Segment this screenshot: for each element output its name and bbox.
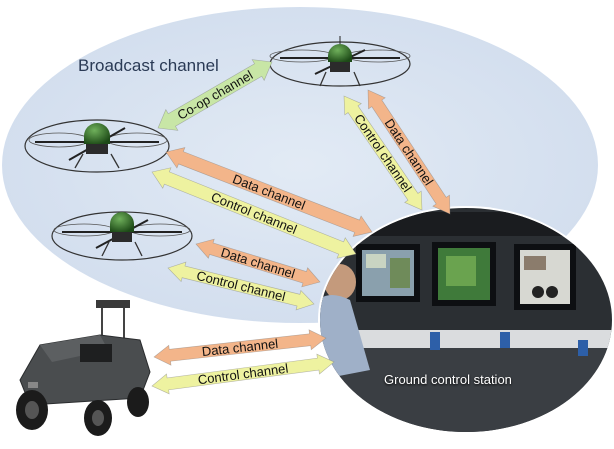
quadrotor-top xyxy=(269,36,411,87)
broadcast-channel-label: Broadcast channel xyxy=(78,56,219,75)
ground-robot xyxy=(16,300,151,436)
data-channel-label-3: Data channel xyxy=(201,336,279,359)
quadrotor-left xyxy=(24,119,170,173)
control-channel-label-3: Control channel xyxy=(197,361,289,388)
ground-control-station-label: Ground control station xyxy=(384,372,512,387)
quadrotor-middle xyxy=(51,211,193,261)
ground-control-station xyxy=(318,206,614,434)
